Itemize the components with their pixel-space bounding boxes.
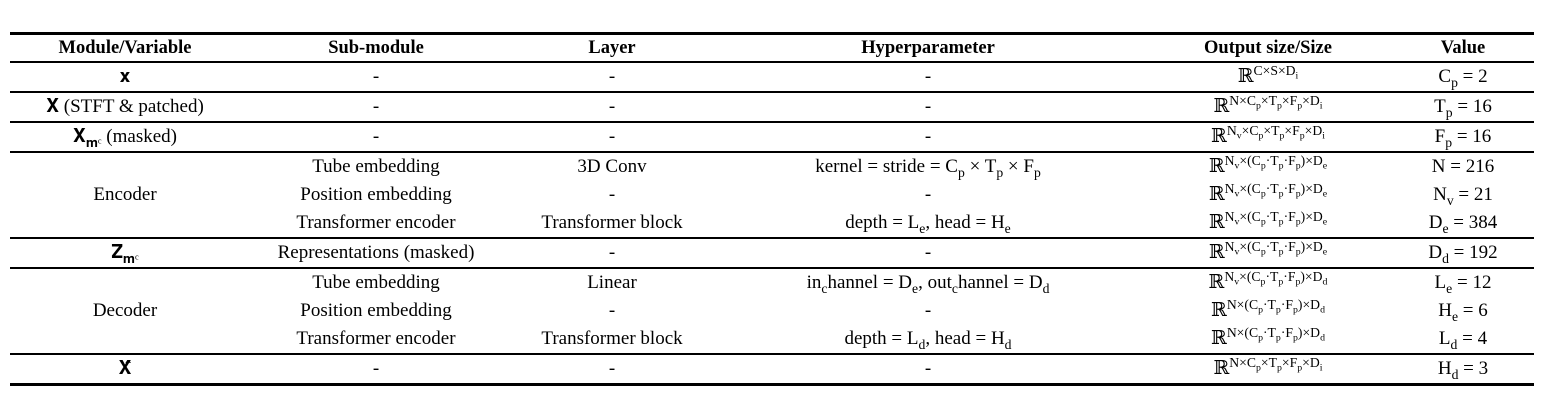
module-cell: Decoder: [10, 267, 240, 354]
value-cell: Tp = 16: [1392, 91, 1534, 122]
submodule-cell: Transformer encoder: [296, 328, 456, 349]
output-size-cell: ℝN×Cp×Tp×Fp×Di: [1144, 91, 1392, 122]
value-cell: He = 6: [1438, 300, 1488, 324]
hyperparameter-cell: -: [712, 91, 1144, 122]
output-size-cell: ℝN×(Cp·Tp·Fp)×Dd: [1211, 324, 1325, 349]
header-module: Module/Variable: [58, 38, 192, 58]
value-cell: Hd = 3: [1392, 353, 1534, 386]
layer-cell: -: [512, 353, 712, 386]
output-size-cell: ℝN×Cp×Tp×Fp×Di: [1144, 353, 1392, 386]
output-size-cell: ℝN×(Cp·Tp·Fp)×Dd: [1211, 296, 1325, 321]
layer-cell: Transformer block: [541, 212, 683, 233]
hyperparameter-table: Module/Variable Sub-module Layer Hyperpa…: [10, 32, 1534, 386]
hyperparameter-cell: -: [712, 121, 1144, 152]
layer-cell: Linear: [512, 267, 712, 297]
submodule-cell: -: [240, 61, 512, 92]
module-cell: 𝐙𝐦ᶜ: [10, 237, 240, 268]
table-row: Position embedding - - ℝNv×(Cp·Tp·Fp)×De Nv …: [10, 181, 1534, 209]
submodule-cell: -: [240, 353, 512, 386]
output-size-cell: ℝC×S×Di: [1144, 61, 1392, 92]
header-submodule: Sub-module: [328, 38, 424, 58]
output-size-cell: ℝNv×(Cp·Tp·Fp)×De: [1208, 180, 1328, 205]
submodule-cell: Representations (masked): [240, 237, 512, 268]
value-cell: Dd = 192: [1392, 237, 1534, 268]
header-output-size: Output size/Size: [1204, 38, 1332, 58]
hyperparameter-cell: depth = Le, head = He: [845, 212, 1011, 236]
submodule-cell: -: [240, 121, 512, 152]
submodule-cell: Position embedding: [300, 184, 452, 205]
module-cell: 𝐗𝐦ᶜ (masked): [10, 121, 240, 152]
hyperparameter-cell: -: [924, 184, 932, 205]
submodule-cell: Tube embedding: [240, 151, 512, 181]
layer-cell: -: [512, 91, 712, 122]
header-row: Module/Variable Sub-module Layer Hyperpa…: [10, 33, 1534, 63]
hyperparameter-cell: inchannel = De, outchannel = Dd: [712, 267, 1144, 297]
header-value: Value: [1440, 38, 1486, 58]
value-cell: Le = 12: [1392, 267, 1534, 297]
value-cell: Nv = 21: [1433, 184, 1493, 208]
value-cell: Fp = 16: [1392, 121, 1534, 152]
table-row: Position embedding - - ℝN×(Cp·Tp·Fp)×Dd He =…: [10, 297, 1534, 325]
layer-cell: -: [512, 237, 712, 268]
output-size-cell: ℝNv×(Cp·Tp·Fp)×De: [1144, 237, 1392, 268]
hyperparameter-cell: -: [712, 61, 1144, 92]
module-cell: Encoder: [10, 151, 240, 238]
hyperparameter-cell: kernel = stride = Cp × Tp × Fp: [712, 151, 1144, 181]
value-cell: Ld = 4: [1438, 328, 1488, 352]
layer-cell: -: [512, 61, 712, 92]
layer-cell: -: [608, 184, 616, 205]
table-row: Transformer encoder Transformer block dept…: [10, 325, 1534, 354]
hyperparameter-cell: depth = Ld, head = Hd: [844, 328, 1012, 352]
hyperparameter-cell: -: [712, 237, 1144, 268]
layer-cell: 3D Conv: [512, 151, 712, 181]
layer-cell: Transformer block: [541, 328, 683, 349]
table-row: Transformer encoder Transformer block dept…: [10, 209, 1534, 238]
module-cell: 𝐗̂: [10, 353, 240, 386]
submodule-cell: Tube embedding: [240, 267, 512, 297]
hyperparameter-cell: -: [924, 300, 932, 321]
layer-cell: -: [512, 121, 712, 152]
submodule-cell: Position embedding: [300, 300, 452, 321]
header-hyperparameter: Hyperparameter: [861, 38, 995, 58]
value-cell: N = 216: [1392, 151, 1534, 181]
value-cell: Cp = 2: [1392, 61, 1534, 92]
output-size-cell: ℝNv×(Cp·Tp·Fp)×De: [1208, 208, 1328, 233]
header-layer: Layer: [588, 38, 636, 58]
submodule-cell: -: [240, 91, 512, 122]
value-cell: De = 384: [1428, 212, 1498, 236]
output-size-cell: ℝNv×(Cp·Tp·Fp)×De: [1144, 151, 1392, 181]
output-size-cell: ℝNv×(Cp·Tp·Fp)×Dd: [1144, 267, 1392, 297]
submodule-cell: Transformer encoder: [296, 212, 456, 233]
output-size-cell: ℝNv×Cp×Tp×Fp×Di: [1144, 121, 1392, 152]
module-cell: 𝐗 (STFT & patched): [10, 91, 240, 122]
hyperparameter-cell: -: [712, 353, 1144, 386]
layer-cell: -: [608, 300, 616, 321]
module-cell: 𝐱: [10, 61, 240, 92]
